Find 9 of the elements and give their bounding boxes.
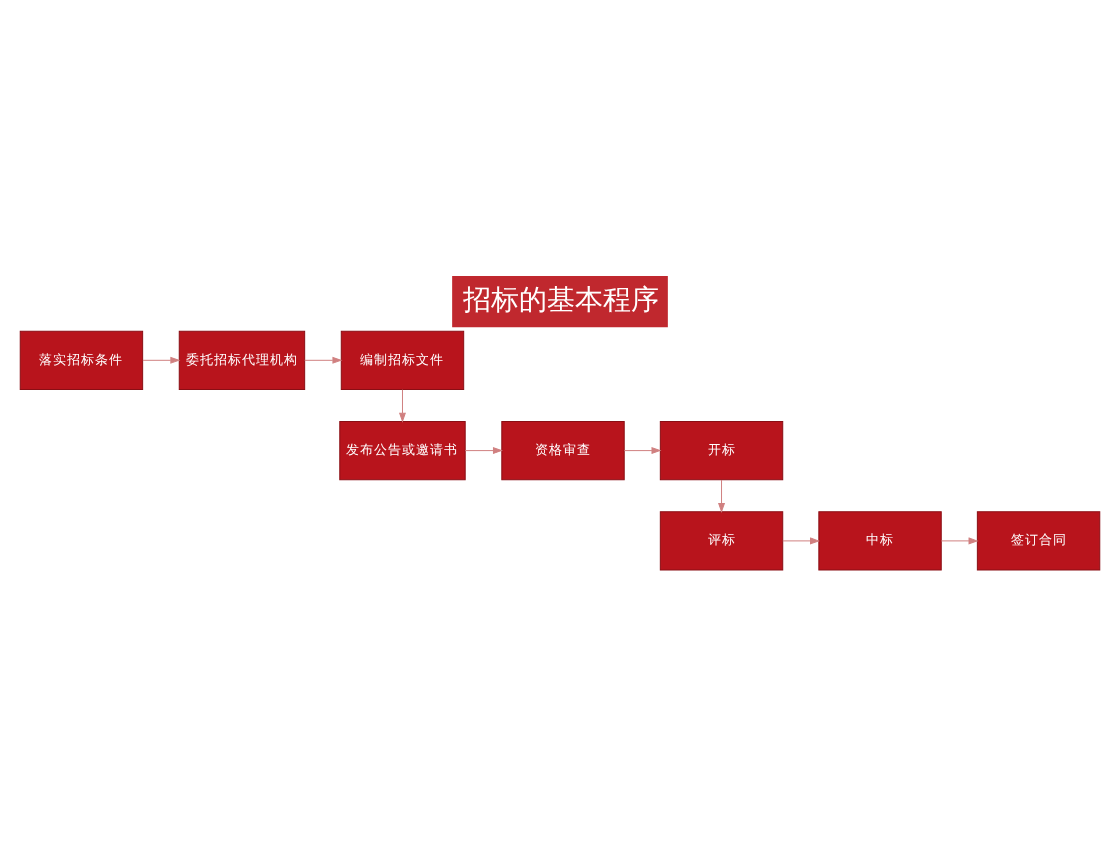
arrow <box>304 357 342 364</box>
arrow <box>782 537 819 545</box>
arrow <box>718 479 725 512</box>
diagram-title: 招标的基本程序 <box>462 285 659 318</box>
arrow <box>464 447 502 454</box>
arrow <box>940 537 978 545</box>
arrow <box>623 447 661 454</box>
arrow <box>399 389 406 422</box>
arrow <box>142 357 180 364</box>
